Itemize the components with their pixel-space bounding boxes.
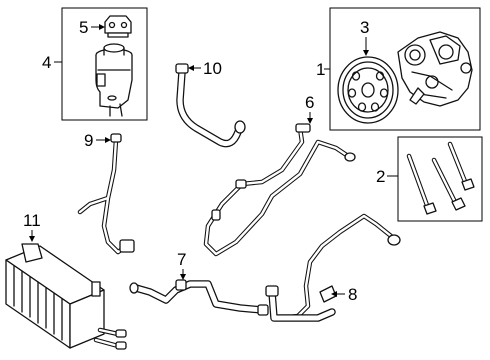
power-steering-pump (397, 31, 473, 107)
reservoir-cap (104, 15, 132, 38)
bolts-group: 2 (376, 136, 483, 222)
callout-4: 4 (42, 53, 51, 72)
reservoir-group: 4 5 (42, 7, 148, 121)
callout-2: 2 (376, 167, 385, 186)
bolt-left (406, 153, 437, 215)
hose-7: 7 (129, 250, 269, 316)
arrow-8 (331, 291, 337, 297)
callout-3: 3 (360, 18, 369, 37)
reservoir (95, 43, 133, 117)
callout-5: 5 (79, 18, 88, 37)
callout-11: 11 (23, 211, 41, 230)
arrow-11 (29, 236, 35, 242)
callout-9: 9 (84, 131, 93, 150)
line-9: 9 (77, 131, 135, 255)
reservoir-box (61, 7, 148, 121)
arrow-10 (188, 65, 194, 71)
hose-8: 8 (265, 213, 401, 322)
arrow-9 (105, 137, 111, 143)
bolt-right (447, 141, 475, 191)
cooler-11: 11 (5, 211, 127, 350)
callout-10: 10 (203, 59, 222, 78)
line-6: 6 (203, 93, 356, 257)
bolts-box (397, 136, 483, 222)
callout-6: 6 (305, 93, 314, 112)
bolt-middle (431, 157, 466, 211)
callout-1: 1 (316, 60, 325, 79)
arrow-7 (180, 274, 186, 280)
arrow-3 (363, 50, 369, 56)
callout-8: 8 (348, 285, 357, 304)
arrow-6 (307, 118, 313, 124)
arrow-5 (99, 24, 105, 30)
pump-group: 3 1 (316, 7, 481, 131)
hose-10: 10 (175, 59, 246, 148)
callout-7: 7 (177, 250, 186, 269)
pulley (337, 56, 399, 124)
